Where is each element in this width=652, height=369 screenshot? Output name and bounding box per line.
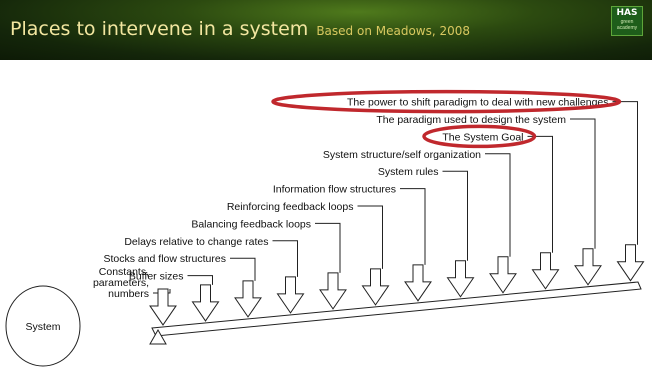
lever-beam [151,281,642,337]
intervention-lever-11: The paradigm used to design the system [376,114,602,286]
system-base: System [5,281,642,367]
lever-connector [442,170,468,261]
highlight-layer [271,89,622,149]
lever-connector [315,222,341,273]
lever-connector [485,153,511,257]
down-arrow-icon [361,268,390,306]
lever-label: Reinforcing feedback loops [227,201,354,213]
title-bar: Places to intervene in a system Based on… [0,0,652,60]
lever-connector [527,135,553,253]
intervention-lever-2: Buffer sizes [129,271,220,322]
down-arrow-icon [319,272,347,310]
system-circle [5,285,81,367]
intervention-lever-1: Constants,parameters,numbers [93,266,177,326]
lever-connector [357,205,383,269]
intervention-lever-5: Balancing feedback loops [191,218,347,310]
lever-label: Balancing feedback loops [191,218,311,230]
lever-label: The power to shift paradigm to deal with… [347,97,608,109]
down-arrow-icon [531,252,560,290]
logo-subtext: green academy [616,19,638,31]
down-arrow-icon [276,276,305,314]
down-arrow-icon [149,288,177,326]
slide-title: Places to intervene in a system Based on… [10,18,470,40]
lever-label: parameters, [93,277,149,289]
down-arrow-icon [489,256,517,294]
down-arrow-icon [446,260,475,298]
lever-label: Constants, [99,266,149,278]
lever-label: numbers [108,288,149,300]
lever-label: The System Goal [442,131,523,143]
lever-label: Delays relative to change rates [124,236,268,248]
logo-text: HAS [616,8,638,18]
lever-label: System structure/self organization [323,149,481,161]
down-arrow-icon [574,248,602,286]
system-label: System [25,321,60,333]
intervention-lever-7: Information flow structures [273,184,432,302]
lever-connector [612,101,638,245]
down-arrow-icon [234,280,262,318]
slide-subtitle: Based on Meadows, 2008 [316,24,471,38]
lever-label: Stocks and flow structures [103,253,226,265]
down-arrow-icon [616,244,645,282]
intervention-lever-3: Stocks and flow structures [103,253,262,318]
lever-connector [570,118,596,249]
lever-label: The paradigm used to design the system [376,114,566,126]
lever-label: System rules [378,166,439,178]
title-text: Places to intervene in a system [10,18,309,40]
lever-label: Information flow structures [273,184,396,196]
lever-connector [230,257,256,281]
fulcrum-icon [149,328,167,345]
highlight-ellipse [422,124,537,149]
lever-label: Buffer sizes [129,271,184,283]
down-arrow-icon [191,284,220,322]
highlight-ellipse [271,89,622,114]
intervention-lever-4: Delays relative to change rates [124,236,305,314]
intervention-lever-6: Reinforcing feedback loops [227,201,390,306]
intervention-lever-8: System rules [378,166,475,298]
intervention-lever-9: System structure/self organization [323,149,517,294]
lever-connector [272,240,298,277]
lever-connector [400,188,426,265]
lever-connector [187,275,213,285]
academy-logo: HAS green academy [611,6,643,36]
down-arrow-icon [404,264,432,302]
